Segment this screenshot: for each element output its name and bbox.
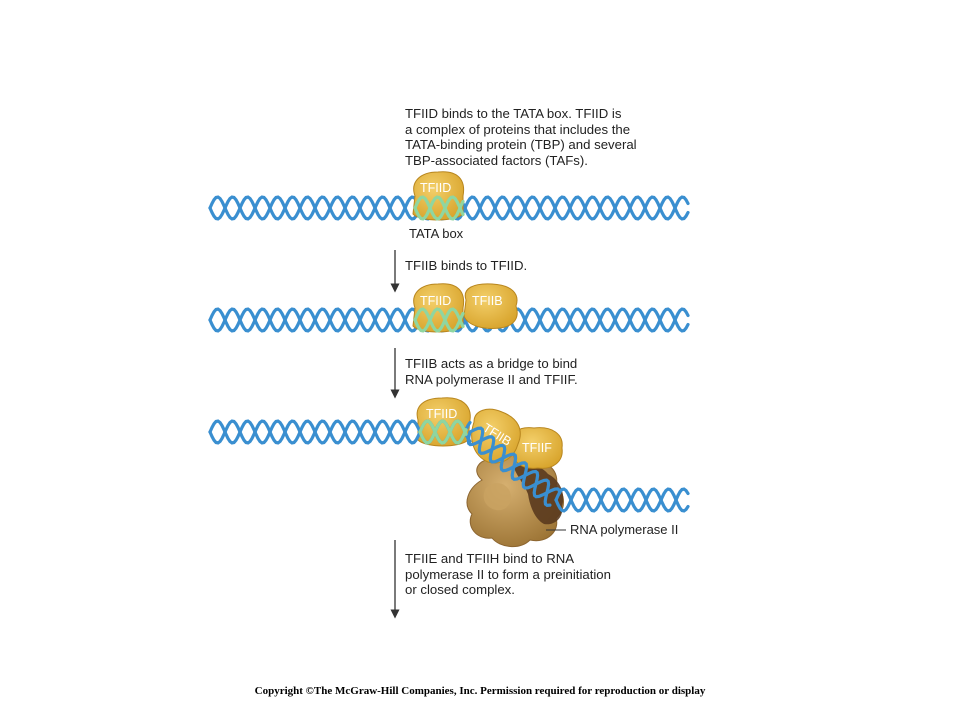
- copyright-notice: Copyright ©The McGraw-Hill Companies, In…: [254, 685, 706, 697]
- tfiib-protein-row2: TFIIB: [463, 283, 518, 329]
- tfiid-label: TFIID: [420, 181, 451, 195]
- tfiib-label-row2: TFIIB: [472, 294, 503, 308]
- step-4-caption: TFIIE and TFIIH bind to RNA polymerase I…: [405, 551, 611, 598]
- dna-tata-highlight-row1: [413, 195, 465, 221]
- rna-polymerase-ii: [466, 453, 564, 547]
- tata-box-label: TATA box: [409, 226, 464, 241]
- dna-tata-highlight-row3: [418, 419, 468, 445]
- step-2-caption: TFIIB binds to TFIID.: [405, 258, 528, 273]
- step-1-caption: TFIID binds to the TATA box. TFIID is a …: [405, 106, 637, 168]
- tfiid-label-row2: TFIID: [420, 294, 451, 308]
- tfiib-protein-row3: TFIIB: [471, 408, 521, 464]
- step-3-caption: TFIIB acts as a bridge to bind RNA polym…: [405, 356, 578, 387]
- tfiif-label: TFIIF: [522, 441, 552, 455]
- tfiif-protein: TFIIF: [511, 427, 563, 469]
- tfiid-label-row3: TFIID: [426, 407, 457, 421]
- dna-tata-highlight-row2: [413, 307, 465, 333]
- dna-helix-row3-right: [554, 487, 690, 513]
- dna-helix-row3-bend: [466, 426, 562, 508]
- rna-polymerase-label: RNA polymerase II: [570, 522, 679, 537]
